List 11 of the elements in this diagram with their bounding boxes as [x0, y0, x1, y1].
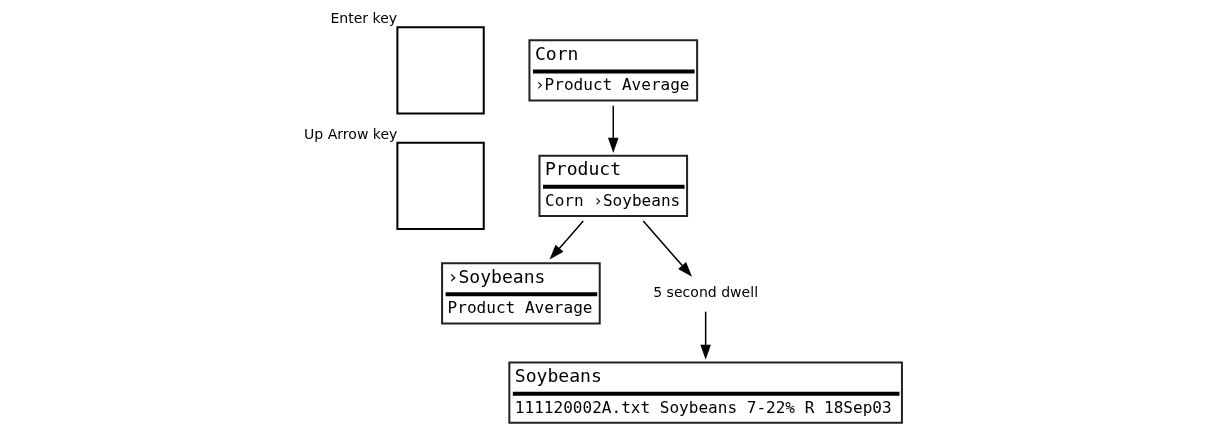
- node-label: Enter key: [329, 10, 397, 27]
- node-text: 5 second dwell: [652, 284, 758, 301]
- node-box: ›Soybeans Product Average: [440, 262, 601, 325]
- arrow: [607, 105, 619, 153]
- arrow: [699, 310, 711, 360]
- arrow: [642, 220, 692, 277]
- node-label: Up Arrow key: [303, 125, 397, 142]
- node-box: [395, 141, 485, 231]
- node-box: Soybeans 111120002A.txt Soybeans 7-22% R 18Sep03: [507, 361, 903, 424]
- node-box: [395, 26, 485, 115]
- arrow: [549, 220, 584, 260]
